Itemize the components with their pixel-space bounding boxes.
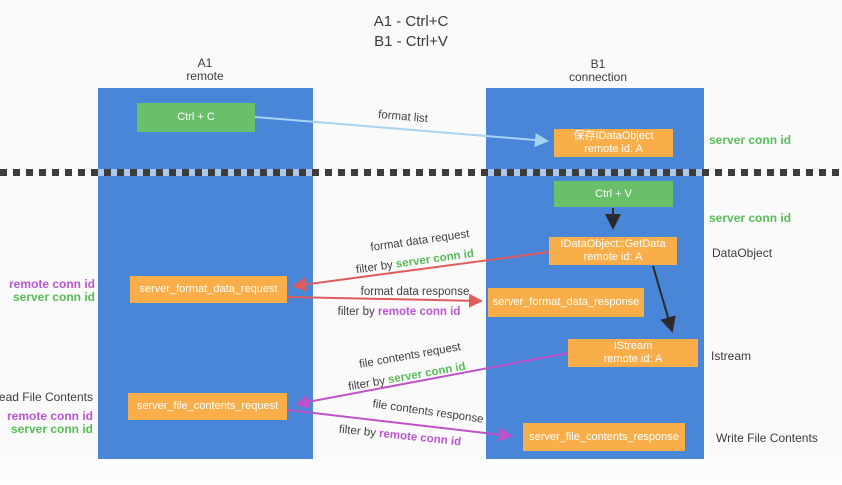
remote-conn-id-text: remote conn id xyxy=(378,427,462,449)
remote-conn-id-text: remote conn id xyxy=(377,306,461,318)
ctrl-c-label: Ctrl + C xyxy=(177,111,215,123)
filter-by-text: filter by xyxy=(347,374,390,394)
filter-by-remote-conn-id-label-1: filter by remote conn id xyxy=(338,306,461,318)
left-server-conn-id-label-2: server conn id xyxy=(10,422,93,436)
left-remote-conn-id-label-1: remote conn id xyxy=(8,277,95,291)
write-file-contents-label: Write File Contents xyxy=(716,431,818,445)
filter-by-text: filter by xyxy=(338,423,380,440)
server-format-data-response-box: server_format_data_response xyxy=(488,288,644,317)
getdata-line2: remote id: A xyxy=(583,251,643,263)
server-conn-id-text: server conn id xyxy=(395,247,475,271)
server-file-contents-request-box: server_file_contents_request xyxy=(128,393,287,420)
filter-by-remote-conn-id-label-2: filter by remote conn id xyxy=(338,424,461,449)
read-file-contents-label: Read File Contents xyxy=(0,390,93,404)
lifeline-header-a1: A1 remote xyxy=(150,57,260,83)
ctrl-v-label: Ctrl + V xyxy=(595,187,632,200)
save-idataobject-box: 保存IDataObject remote id: A xyxy=(554,129,673,157)
lifeline-a1-name: A1 xyxy=(197,56,213,70)
server-conn-id-text: server conn id xyxy=(387,360,467,387)
ctrl-v-box: Ctrl + V xyxy=(554,181,673,207)
save-idataobject-line1: 保存IDataObject xyxy=(573,130,654,142)
server-file-contents-response-box: server_file_contents_response xyxy=(523,423,685,451)
istream-side-label: Istream xyxy=(711,349,752,363)
idataobject-getdata-box: IDataObject::GetData remote id: A xyxy=(549,237,677,265)
server-format-data-request-box: server_format_data_request xyxy=(130,276,287,303)
istream-box: IStream remote id: A xyxy=(568,339,698,367)
server-file-contents-response-label: server_file_contents_response xyxy=(529,430,679,443)
left-remote-conn-id-label-2: remote conn id xyxy=(6,409,93,423)
file-contents-response-label: file contents response xyxy=(371,398,485,426)
left-conn-id-group-2: Read File Contents remote conn id server… xyxy=(0,391,93,436)
lifeline-b1-name: B1 xyxy=(590,57,606,71)
lifeline-header-b1: B1 connection xyxy=(543,58,653,84)
save-idataobject-line2: remote id: A xyxy=(584,143,643,155)
format-list-label: format list xyxy=(377,108,429,126)
title-line-1: A1 - Ctrl+C xyxy=(373,13,449,30)
istream-line2: remote id: A xyxy=(603,353,663,365)
lifeline-a1-role: remote xyxy=(186,69,224,83)
dotted-divider-line xyxy=(0,169,842,176)
right-server-conn-id-label-2: server conn id xyxy=(709,211,792,225)
dataobject-label: DataObject xyxy=(712,246,773,260)
lifeline-b1-role: connection xyxy=(568,70,628,84)
filter-by-text: filter by xyxy=(337,306,378,318)
right-server-conn-id-label-1: server conn id xyxy=(709,133,792,147)
getdata-line1: IDataObject::GetData xyxy=(560,238,666,250)
left-server-conn-id-label-1: server conn id xyxy=(12,290,95,304)
title-line-2: B1 - Ctrl+V xyxy=(374,33,448,50)
left-conn-id-group-1: remote conn id server conn id xyxy=(9,278,95,304)
istream-line1: IStream xyxy=(613,340,653,352)
server-format-data-response-label: server_format_data_response xyxy=(492,296,640,308)
diagram-title: A1 - Ctrl+C B1 - Ctrl+V xyxy=(0,12,822,52)
server-file-contents-request-label: server_file_contents_request xyxy=(136,400,279,412)
format-data-response-label: format data response xyxy=(360,286,470,298)
server-format-data-request-label: server_format_data_request xyxy=(139,283,278,295)
filter-by-text: filter by xyxy=(355,258,397,277)
ctrl-c-box: Ctrl + C xyxy=(137,103,255,132)
